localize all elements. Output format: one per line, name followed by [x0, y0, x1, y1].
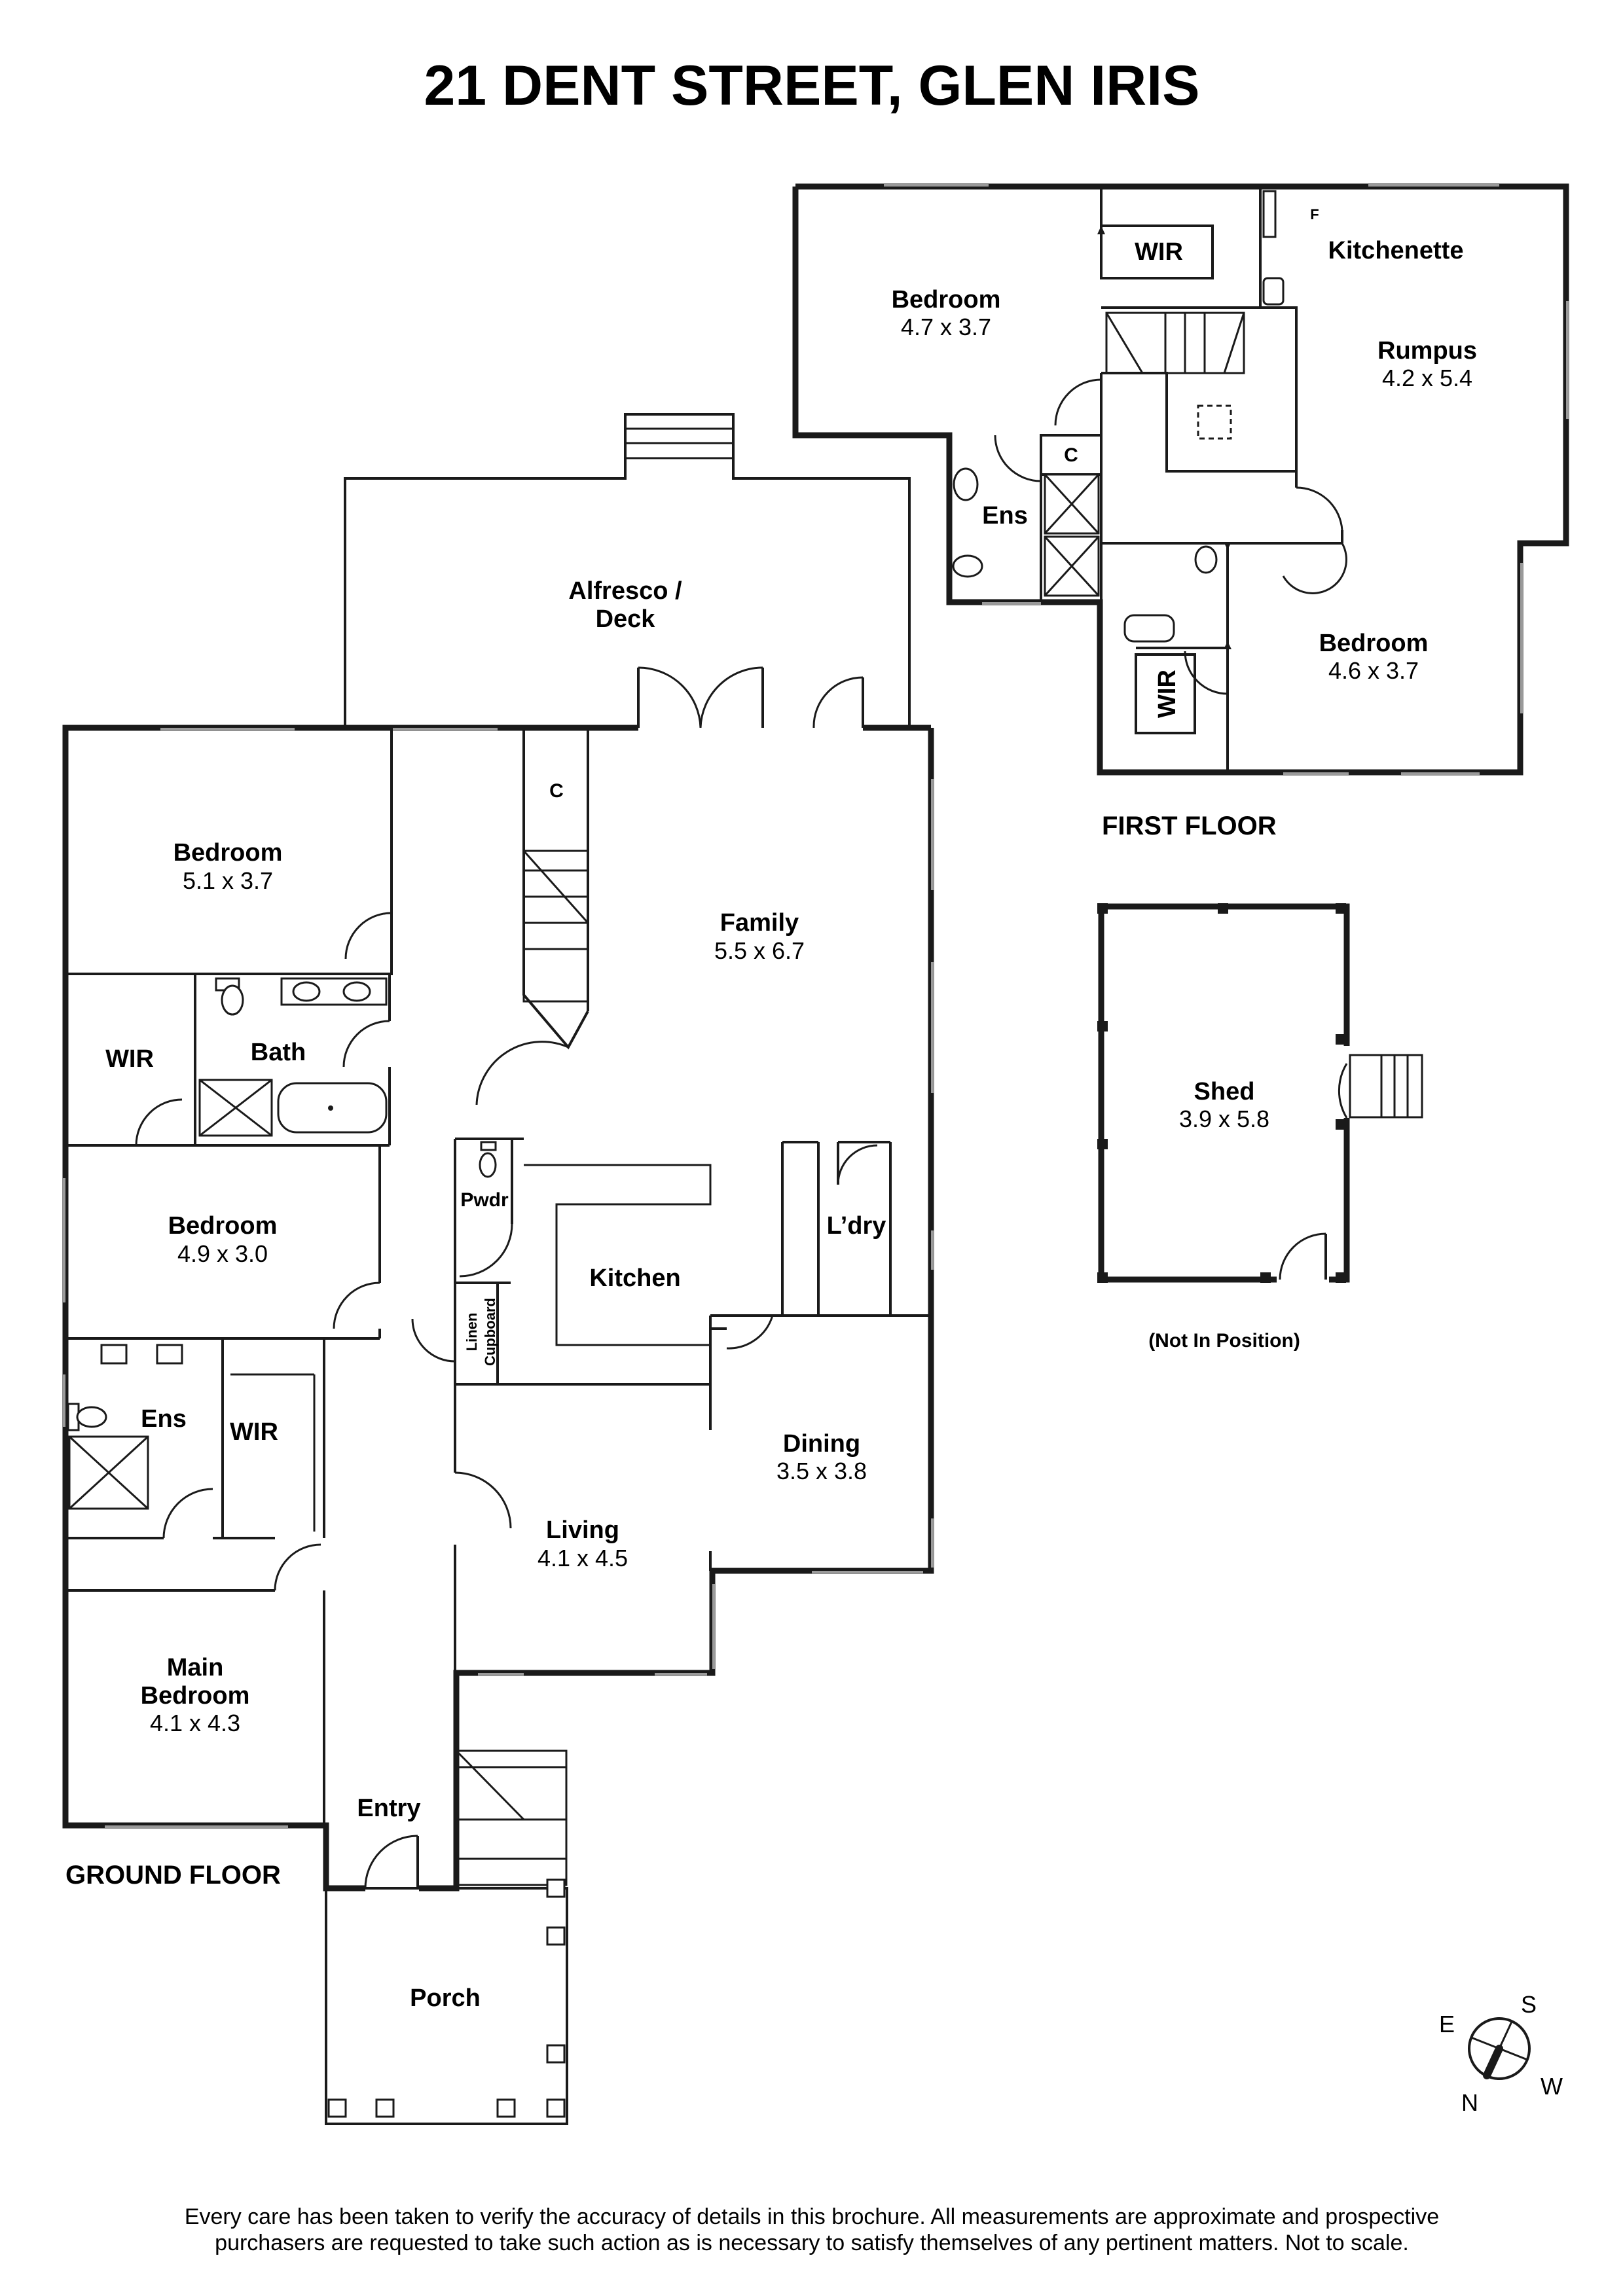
ens-ff-label: Ens [982, 502, 1028, 529]
shed-label: Shed [1194, 1078, 1255, 1105]
ground-floor-plan [62, 413, 934, 2125]
linen-label-2: Cupboard [482, 1298, 498, 1366]
bedroom-gf1-dim: 5.1 x 3.7 [183, 867, 273, 894]
first-outer-wall [792, 183, 1569, 776]
family-label: Family [720, 909, 799, 937]
bedroom-ff2-label: Bedroom [1319, 630, 1429, 657]
disclaimer-line-1: Every care has been taken to verify the … [185, 2204, 1439, 2229]
main-bedroom-label-2: Bedroom [141, 1682, 250, 1710]
bedroom-ff2-dim: 4.6 x 3.7 [1328, 657, 1419, 684]
compass-w: W [1541, 2073, 1563, 2100]
compass-e: E [1439, 2011, 1455, 2037]
shed-dim: 3.9 x 5.8 [1179, 1105, 1269, 1132]
linen-label: Linen [464, 1313, 480, 1352]
laundry-label: L’dry [827, 1212, 886, 1240]
shed-plan [1097, 903, 1423, 1283]
alfresco-label: Alfresco / [568, 577, 682, 605]
first-floor-plan [792, 183, 1569, 776]
bedroom-ff1-dim: 4.7 x 3.7 [901, 314, 991, 340]
family-dim: 5.5 x 6.7 [714, 937, 805, 964]
main-bedroom-dim: 4.1 x 4.3 [150, 1710, 240, 1736]
living-label: Living [546, 1516, 619, 1544]
bedroom-ff1-label: Bedroom [892, 286, 1001, 314]
cupboard-ff-label: C [1064, 444, 1078, 466]
rumpus-label: Rumpus [1377, 337, 1477, 365]
alfresco-label-2: Deck [596, 605, 656, 633]
pwdr-label: Pwdr [460, 1189, 509, 1211]
dining-dim: 3.5 x 3.8 [776, 1458, 867, 1484]
dining-label: Dining [783, 1430, 860, 1458]
main-bedroom-label: Main [167, 1654, 224, 1681]
bedroom-gf2-label: Bedroom [168, 1212, 278, 1240]
kitchen-label: Kitchen [589, 1265, 680, 1292]
ground-floor-label: GROUND FLOOR [65, 1861, 281, 1890]
shed-note: (Not In Position) [1148, 1330, 1300, 1352]
compass-icon [1468, 2017, 1531, 2080]
porch-outline [325, 1887, 568, 2125]
wir-gf1-label: WIR [105, 1045, 154, 1073]
alfresco-outline [344, 413, 911, 726]
cupboard-gf-label: C [549, 780, 564, 802]
fridge-label: F [1310, 206, 1319, 223]
wir-ff1-label: WIR [1135, 238, 1183, 266]
compass-n: N [1461, 2089, 1478, 2116]
bedroom-gf1-label: Bedroom [173, 839, 283, 867]
entry-label: Entry [357, 1795, 420, 1822]
first-floor-label: FIRST FLOOR [1102, 812, 1277, 840]
ens-gf-label: Ens [141, 1405, 187, 1433]
kitchenette-label: Kitchenette [1328, 237, 1464, 264]
disclaimer-line-2: purchasers are requested to take such ac… [215, 2231, 1409, 2255]
page-title: 21 DENT STREET, GLEN IRIS [424, 54, 1199, 117]
living-dim: 4.1 x 4.5 [538, 1545, 628, 1571]
rumpus-dim: 4.2 x 5.4 [1382, 365, 1472, 391]
porch-label: Porch [410, 1984, 481, 2012]
wir-ff2-label: WIR [1154, 670, 1181, 718]
bath-label: Bath [251, 1039, 306, 1066]
bedroom-gf2-dim: 4.9 x 3.0 [177, 1240, 268, 1267]
wir-gf2-label: WIR [230, 1418, 278, 1446]
compass-s: S [1521, 1991, 1537, 2018]
